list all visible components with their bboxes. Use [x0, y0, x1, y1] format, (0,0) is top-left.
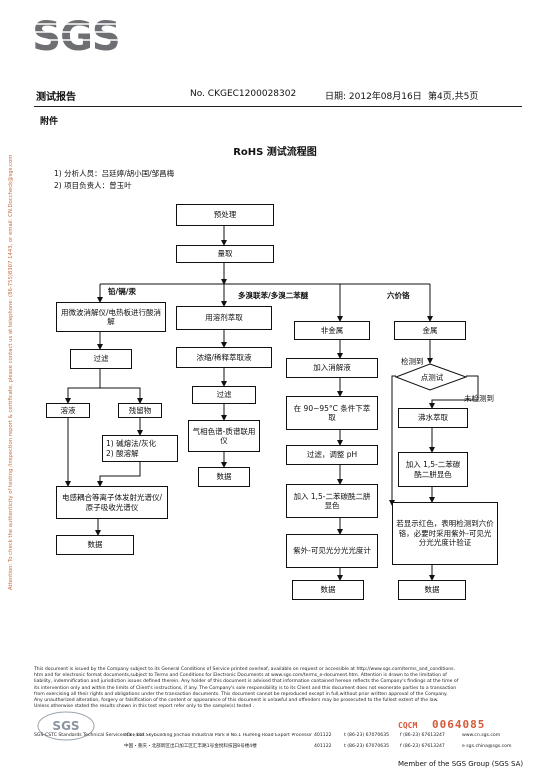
fax: f (86-23) 67613247	[400, 733, 445, 738]
data-box-3: 数据	[292, 580, 364, 600]
cqcm-label: CQCM	[398, 721, 418, 730]
sgs-logo: SGS	[34, 12, 118, 56]
icp-aas-box: 电感耦合等离子体发射光谱仪/原子吸收光谱仪	[56, 486, 168, 519]
analysts: 1) 分析人员：吕廷婷/胡小国/邹昌梅	[54, 169, 175, 178]
heat-extract-box: 在 90~95°C 条件下萃取	[286, 396, 378, 430]
gcms-box: 气相色谱-质谱联用仪	[188, 420, 260, 452]
project-lead: 2) 项目负责人：曾玉叶	[54, 181, 132, 190]
detected-label: 检测到	[401, 357, 424, 366]
residue-box: 残留物	[118, 403, 162, 418]
filter-box-2: 过滤	[192, 386, 256, 404]
header-rule	[34, 106, 522, 107]
sgs-seal-icon: SGS	[37, 711, 95, 741]
appendix-label: 附件	[40, 117, 59, 127]
website: www.cn.sgs.com	[462, 733, 501, 738]
data-box-2: 数据	[198, 467, 250, 487]
member-of-sgs-group: Member of the SGS Group (SGS SA)	[398, 760, 524, 768]
svg-text:SGS: SGS	[34, 14, 118, 56]
telephone: t (86-23) 67070635	[344, 733, 390, 738]
add-dpc-box-2: 加入 1,5-二苯碳酰二肼显色	[398, 452, 468, 487]
weigh-box: 量取	[176, 245, 274, 263]
spot-test-decision	[394, 363, 468, 391]
cqcm-number: 0064085	[432, 718, 486, 731]
address-en: 4/9 Floor Skybuilding Jinchao Industrial…	[124, 733, 312, 738]
solution-box: 溶液	[46, 403, 90, 418]
company-name: SGS-CSTC Standards Technical Services Co…	[34, 733, 146, 738]
uv-vis-box-1: 紫外-可见光分光光度计	[286, 534, 378, 568]
telephone-2: t (86-23) 67070635	[344, 744, 390, 749]
report-number: No. CKGEC1200028302	[190, 89, 297, 99]
data-box-4: 数据	[398, 580, 466, 600]
concentrate-box: 浓缩/稀释萃取液	[176, 347, 272, 368]
nonmetal-box: 非金属	[294, 321, 370, 340]
microwave-digest-box: 用微波消解仪/电热板进行酸消解	[56, 302, 166, 332]
solvent-extract-box: 用溶剂萃取	[176, 306, 272, 330]
address-cn: 中国・重庆・北部新区出口加工区汇丰路1号金悦科技园8号楼4楼	[124, 744, 257, 749]
data-box-1: 数据	[56, 535, 134, 555]
svg-text:SGS: SGS	[52, 719, 79, 733]
report-label: 测试报告	[36, 92, 76, 103]
footer-legal-text: This document is issued by the Company s…	[34, 667, 459, 710]
page-number: 第4页,共5页	[428, 92, 479, 102]
chart-title: RoHS 测试流程图	[233, 147, 317, 158]
fax-2: f (86-23) 67613247	[400, 744, 445, 749]
branch-hexavalent-cr: 六价铬	[387, 291, 410, 300]
filter-ph-box: 过滤，调整 pH	[286, 445, 378, 465]
filter-box-1: 过滤	[70, 349, 132, 369]
pretreat-box: 预处理	[176, 204, 274, 226]
postcode-2: 401122	[314, 744, 332, 749]
spot-test-label: 点测试	[420, 373, 444, 382]
not-detected-label: 未检测到	[464, 394, 494, 403]
alkali-fusion-box: 1) 碱熔法/灰化 2) 酸溶解	[102, 435, 178, 462]
branch-pb-cd-hg: 铅/镉/汞	[108, 287, 136, 296]
report-date: 日期: 2012年08月16日	[325, 92, 422, 102]
add-digestion-box: 加入消解液	[286, 358, 378, 378]
email: e sgs.china@sgs.com	[462, 744, 512, 749]
metal-box: 金属	[394, 321, 466, 340]
red-color-note-box: 若显示红色，表明检测到六价铬，必要时采用紫外-可见光分光光度计验证	[392, 502, 498, 565]
postcode-1: 401122	[314, 733, 332, 738]
boil-extract-box: 沸水萃取	[398, 408, 468, 428]
branch-pbb-pbde: 多溴联苯/多溴二苯醚	[238, 291, 309, 300]
add-dpc-box-1: 加入 1,5-二苯碳酰二肼显色	[286, 484, 378, 518]
